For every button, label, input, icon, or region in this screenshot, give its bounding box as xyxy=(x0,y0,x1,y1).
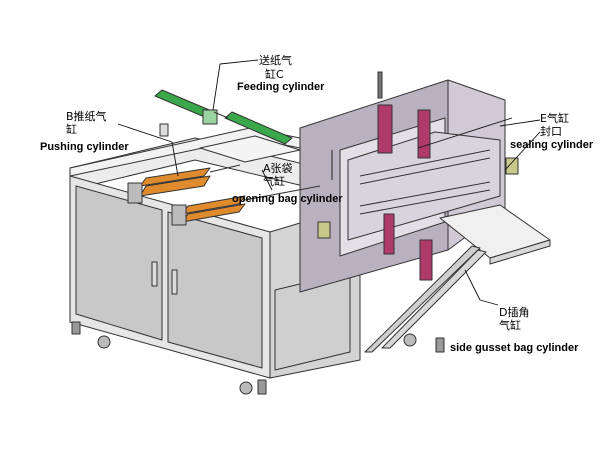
top-post xyxy=(377,71,383,99)
leader-sealing xyxy=(499,119,541,127)
cabinet-door-right xyxy=(167,211,263,369)
gusset-label-cn-line1: D插角 xyxy=(499,306,530,319)
support-strut xyxy=(381,249,487,349)
hopper xyxy=(199,135,301,163)
pushing-cylinder-body xyxy=(139,167,211,187)
sealing-label-en: sealing cylinder xyxy=(510,139,594,151)
leader-pushing xyxy=(117,123,173,143)
opening-label-en: opening bag cylinder xyxy=(232,193,343,205)
feeding-cylinder-mount xyxy=(159,123,169,137)
rail xyxy=(359,181,491,207)
caster xyxy=(97,335,111,349)
sealing-cylinder-rod xyxy=(377,104,393,154)
leader-gusset xyxy=(479,299,499,306)
foot xyxy=(71,321,81,335)
rail xyxy=(359,189,491,215)
leader-pushing xyxy=(171,141,179,177)
feeding-cylinder-mount xyxy=(202,109,218,125)
caster xyxy=(403,333,417,347)
opening-label-cn-line1: A张袋 xyxy=(263,162,293,175)
sealing-cylinder-rod xyxy=(383,213,395,255)
gusset-label-en: side gusset bag cylinder xyxy=(450,342,579,354)
foot xyxy=(257,379,267,395)
pushing-label-en: Pushing cylinder xyxy=(40,141,129,153)
cabinet-door-left xyxy=(75,185,163,341)
caster xyxy=(239,381,253,395)
output-tray-edge xyxy=(489,239,551,265)
sealing-block xyxy=(317,221,331,239)
sealing-cylinder-rod xyxy=(417,109,431,159)
pushing-cylinder-body xyxy=(139,175,211,197)
feeding-label-cn-line2: 缸C xyxy=(265,68,284,81)
feeding-label-cn-line1: 送纸气 xyxy=(259,54,292,67)
door-handle-left xyxy=(151,261,158,287)
foot xyxy=(435,337,445,353)
sealing-cylinder-rod xyxy=(419,239,433,281)
feeding-rod xyxy=(213,111,229,119)
sealing-label-cn-line1: E气缸 xyxy=(540,112,569,125)
leader-feeding xyxy=(219,59,259,65)
opening-label-cn-line2: 气缸 xyxy=(263,175,285,188)
rail xyxy=(359,157,491,185)
pushing-label-cn-line1: B推纸气 xyxy=(66,110,107,123)
leader-feeding xyxy=(212,63,221,111)
feeding-label-en: Feeding cylinder xyxy=(237,81,325,93)
pushing-label-cn-line2: 缸 xyxy=(66,123,77,136)
leader-sealing xyxy=(417,117,513,149)
support-strut xyxy=(364,245,481,353)
leader-opening xyxy=(261,169,273,191)
gusset-label-cn-line2: 气缸 xyxy=(499,319,521,332)
leader-sealing xyxy=(504,131,541,171)
sealing-block xyxy=(505,157,519,175)
feeding-cylinder-body xyxy=(224,111,293,145)
sealing-window xyxy=(347,131,501,241)
door-handle-right xyxy=(171,269,178,295)
leader-gusset xyxy=(464,269,481,301)
pushing-rod xyxy=(209,164,241,173)
opening-cylinder-cap xyxy=(171,204,187,226)
pushing-cylinder-cap xyxy=(127,182,143,204)
rail xyxy=(359,149,491,177)
sealing-label-cn-line2: 封口 xyxy=(540,125,562,138)
opening-rod xyxy=(244,185,321,201)
